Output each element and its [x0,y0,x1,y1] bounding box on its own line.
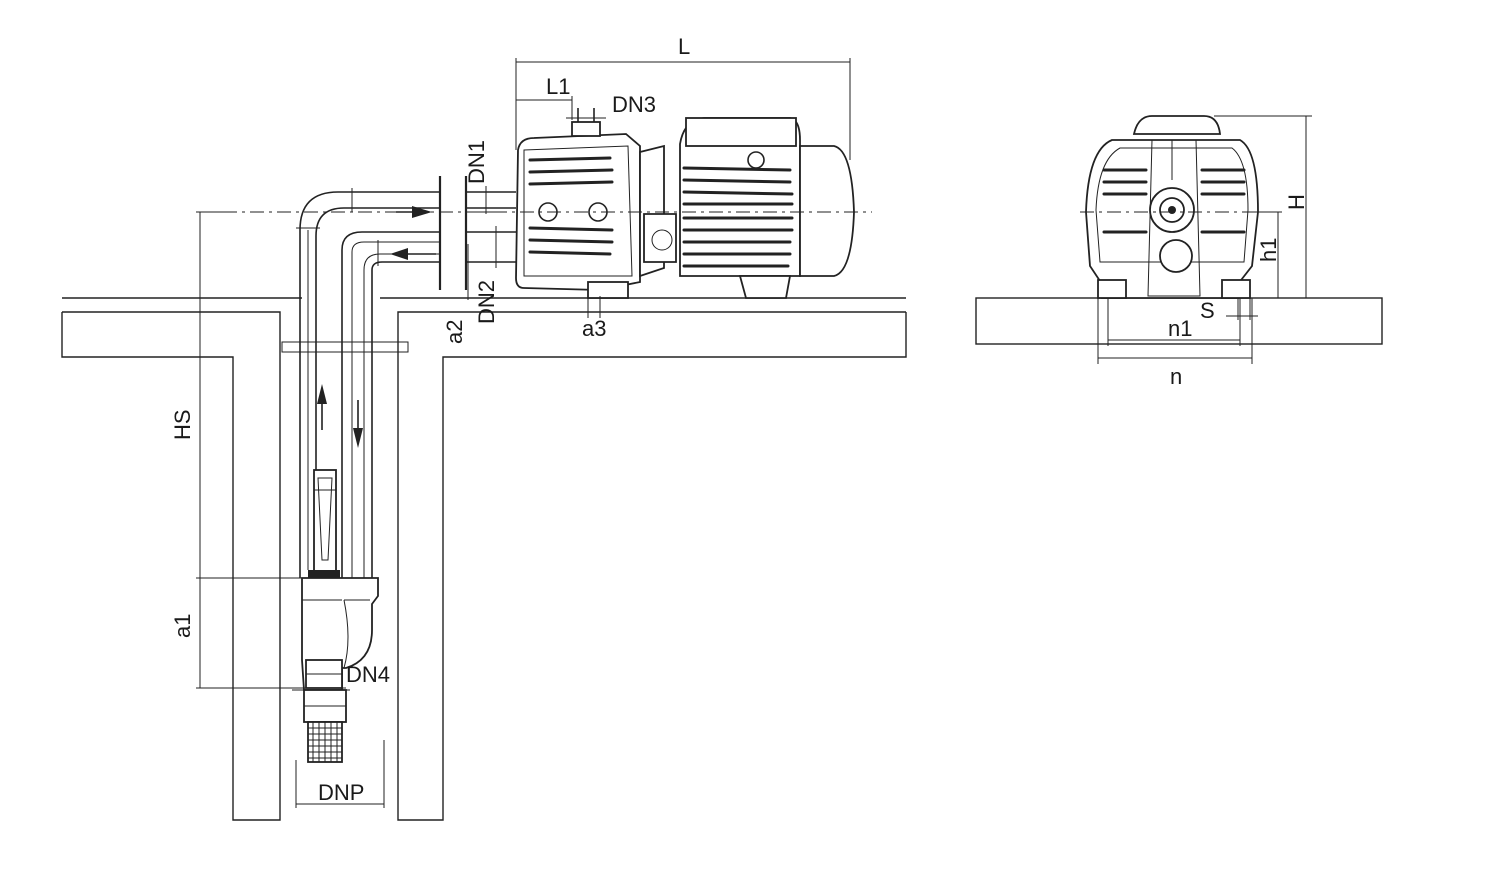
label-n: n [1170,364,1182,389]
arrow-up-icon [317,384,327,404]
label-DN3: DN3 [612,92,656,117]
label-a1: a1 [170,614,195,638]
arrow-down-icon [353,428,363,448]
pump-front-view [1080,115,1280,299]
dimension-labels: L L1 DN3 DN1 DN2 a2 a3 HS a1 DN4 DNP H h… [170,34,1309,805]
label-L: L [678,34,690,59]
side-dimensions [196,58,851,808]
well-collar [281,341,409,353]
label-DN2: DN2 [474,280,499,324]
label-HS: HS [170,409,195,440]
label-n1: n1 [1168,316,1192,341]
label-S: S [1200,298,1215,323]
label-H: H [1284,194,1309,210]
suction-pipe [296,188,440,578]
ejector-assembly [301,469,379,763]
label-h1: h1 [1256,238,1281,262]
pressure-pipe [341,231,440,578]
flow-arrows [317,206,436,448]
label-a3: a3 [582,316,606,341]
pipe-flanges [438,176,516,290]
label-DNP: DNP [318,780,364,805]
label-a2: a2 [442,320,467,344]
front-view-ground [975,297,1383,345]
pump-side-view [196,108,872,299]
side-view-ground [61,297,907,821]
label-L1: L1 [546,74,570,99]
label-DN1: DN1 [464,140,489,184]
arrow-left-icon [390,248,408,260]
front-dimensions [1097,115,1312,364]
label-DN4: DN4 [346,662,390,687]
